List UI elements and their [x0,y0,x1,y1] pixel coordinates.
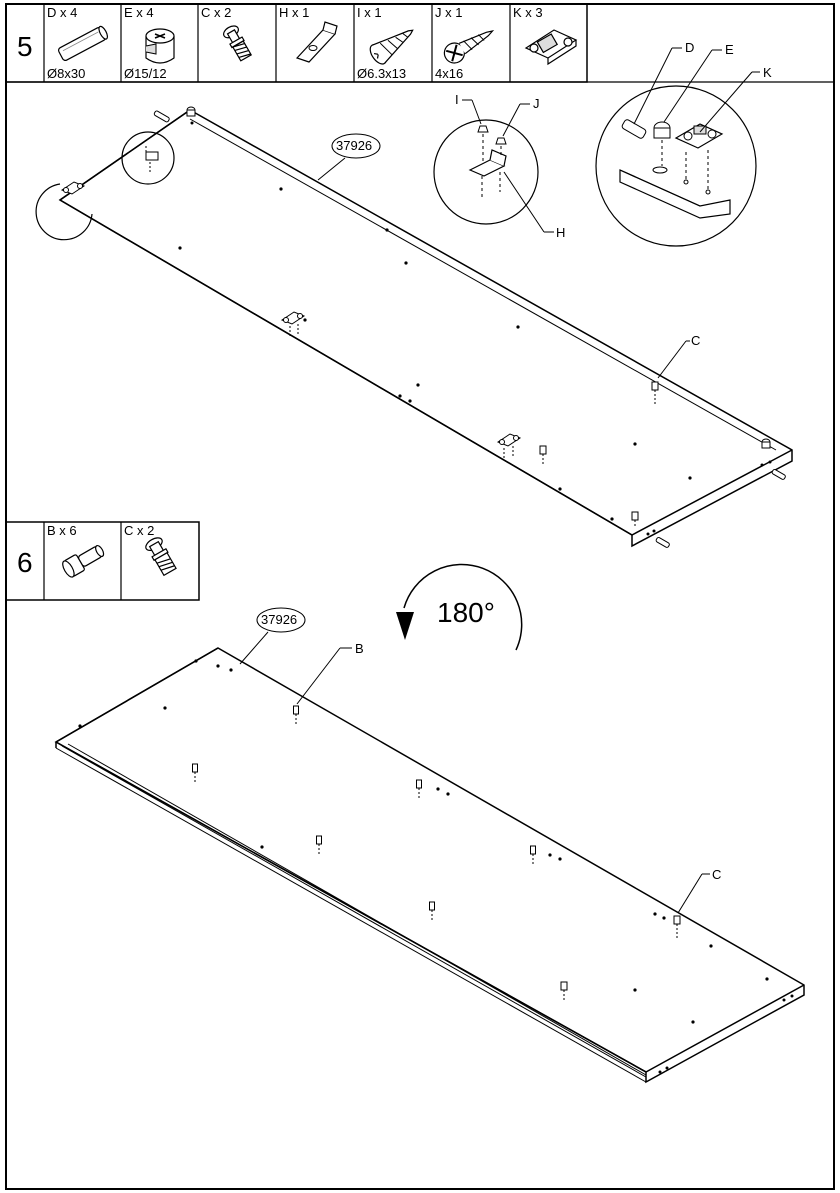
panel-label: 37926 [317,133,381,181]
cam-lock-icon [761,438,771,449]
svg-text:37926: 37926 [336,138,372,153]
callout-c: C [657,333,700,379]
cam-bolt-icon [223,25,253,62]
hinge-plate-icon [60,181,86,195]
part-h-label: H x 1 [279,5,309,20]
detail-circle [121,131,175,185]
svg-text:C: C [691,333,700,348]
callout-h: H [556,225,565,240]
step5-parts-table: 5 D x 4 Ø8x30 E x 4 Ø15/12 C x 2 H x 1 I… [5,3,834,83]
part-i-size: Ø6.3x13 [357,66,406,81]
part-b-label: B x 6 [47,523,77,538]
part-c-label: C x 2 [124,523,154,538]
callout-k: K [763,65,772,80]
part-e-label: E x 4 [124,5,154,20]
drill-holes [178,187,692,521]
hinge-detail: D E K [595,40,772,247]
callout-c: C [677,867,721,914]
part-j-size: 4x16 [435,66,463,81]
bracket-detail: I J H [433,92,565,240]
detail-circle [35,183,93,241]
callout-i: I [455,92,459,107]
hinge-plate-icon [524,29,578,66]
cam-bolt-icon [631,511,639,528]
shelf-pin-icon [62,544,105,578]
part-d-label: D x 4 [47,5,77,20]
cam-lock-icon [145,28,175,64]
panel-label: 37926 [239,607,306,665]
part-d-size: Ø8x30 [47,66,85,81]
shelf-pin-icon [192,705,536,922]
bracket-icon [145,146,159,172]
cam-bolt-icon [145,537,177,577]
step6-number: 6 [17,547,33,578]
part-j-label: J x 1 [435,5,462,20]
callout-b: B [296,641,364,705]
svg-text:C: C [712,867,721,882]
svg-text:37926: 37926 [261,612,297,627]
cam-bolt-icon [539,445,547,466]
cam-bolt-icon [560,915,681,1002]
callout-e: E [725,42,734,57]
part-c-label: C x 2 [201,5,231,20]
part-k-label: K x 3 [513,5,543,20]
bracket-icon [295,21,338,63]
svg-text:180°: 180° [437,597,495,628]
dowel-icon [57,25,109,61]
hinge-plate-icon [496,433,522,458]
screw-icon [443,30,495,64]
svg-text:B: B [355,641,364,656]
hinge-plate-icon [280,311,306,336]
step6-parts-table: 6 B x 6 C x 2 [5,521,200,601]
screw-icon [369,29,414,65]
drill-holes [190,121,772,536]
drill-holes [78,659,794,1074]
step5-number: 5 [17,31,33,62]
cam-bolt-icon [651,381,659,404]
callout-d: D [685,40,694,55]
part-i-label: I x 1 [357,5,382,20]
step6-panel [54,647,805,1084]
callout-j: J [533,96,540,111]
part-e-size: Ø15/12 [124,66,167,81]
dowel-icon [153,110,786,548]
cam-lock-icon [186,106,196,117]
rotate-180-indicator: 180° [396,563,523,651]
